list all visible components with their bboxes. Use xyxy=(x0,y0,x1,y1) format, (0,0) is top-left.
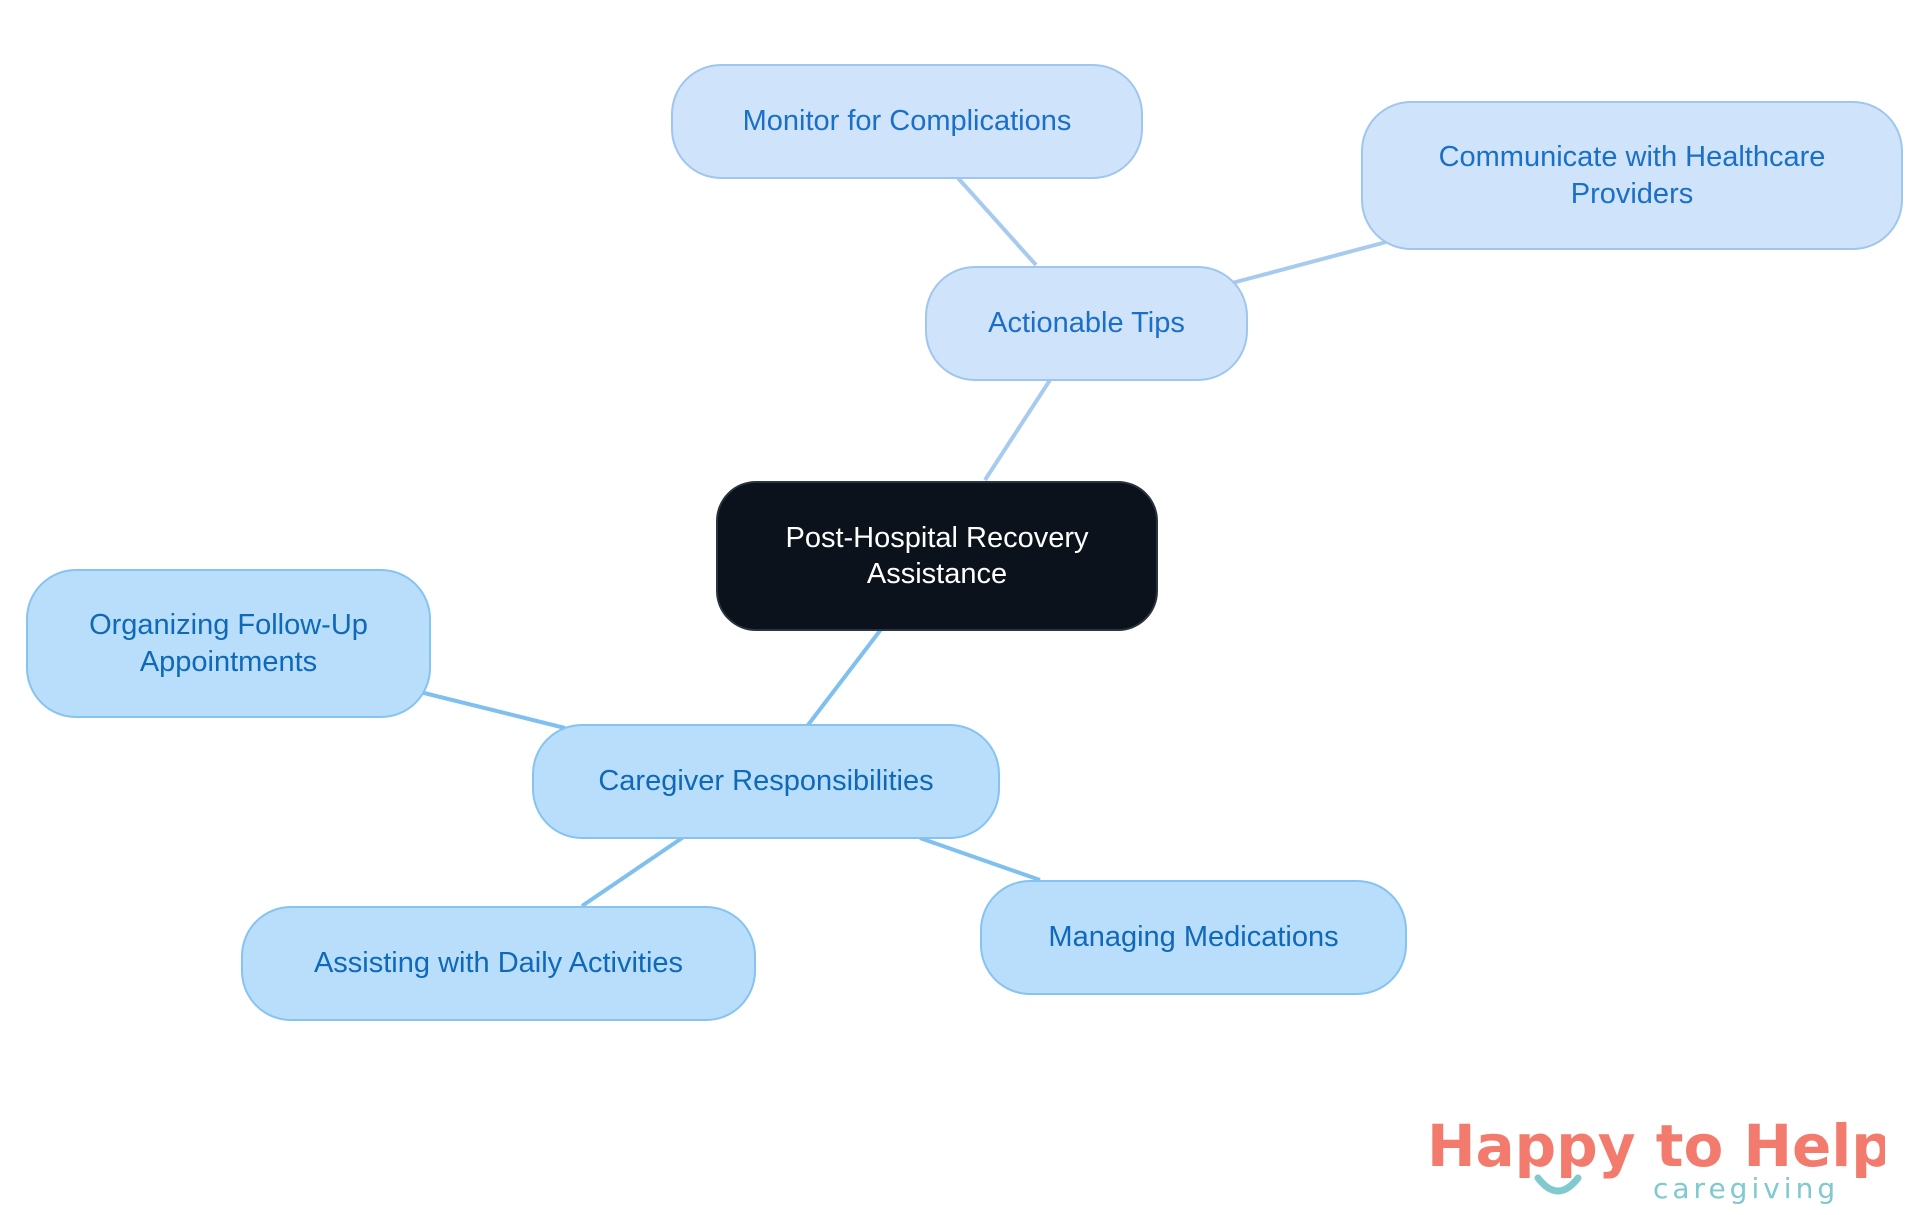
central-node: Post-Hospital Recovery Assistance xyxy=(716,481,1158,631)
edge-central-caregiver xyxy=(806,626,884,727)
node-monitor-complications: Monitor for Complications xyxy=(671,64,1143,179)
edge-actionable-tips-monitor xyxy=(956,176,1038,267)
logo-tagline: caregiving xyxy=(1653,1172,1839,1205)
edge-caregiver-assisting xyxy=(580,834,687,908)
node-organizing-appointments: Organizing Follow-Up Appointments xyxy=(26,569,431,718)
logo-wordmark: Happy to Help xyxy=(1427,1112,1885,1180)
edge-caregiver-managing xyxy=(919,836,1041,882)
node-communicate-providers: Communicate with Healthcare Providers xyxy=(1361,101,1903,250)
node-managing-medications: Managing Medications xyxy=(980,880,1407,995)
edge-actionable-tips-communicate xyxy=(1231,239,1391,285)
node-actionable-tips: Actionable Tips xyxy=(925,266,1248,381)
happy-to-help-logo: Happy to Help caregiving xyxy=(1427,1112,1885,1205)
edge-central-actionable-tips xyxy=(983,378,1052,482)
node-assisting-daily-activities: Assisting with Daily Activities xyxy=(241,906,756,1021)
smile-icon xyxy=(1534,1174,1582,1195)
edge-caregiver-organizing xyxy=(419,690,566,730)
node-caregiver-responsibilities: Caregiver Responsibilities xyxy=(532,724,1000,839)
